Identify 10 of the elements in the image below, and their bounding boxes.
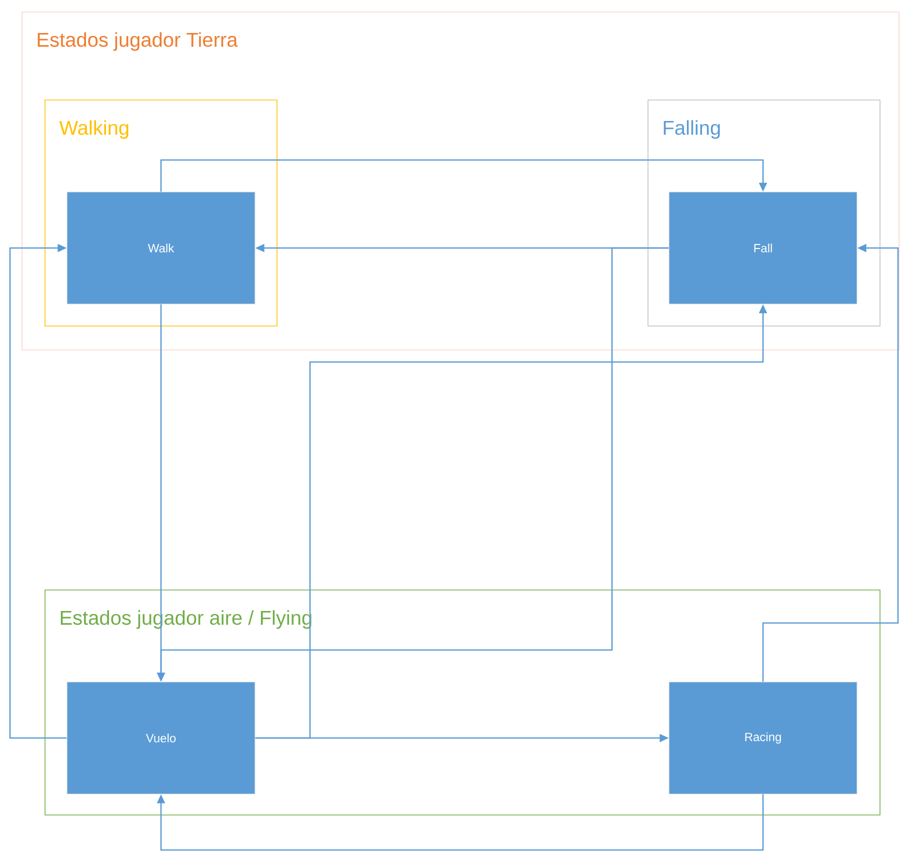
state-box: Fall bbox=[668, 192, 858, 304]
group-title: Falling bbox=[664, 120, 720, 139]
group-title: Estados jugador Tierra bbox=[38, 32, 238, 51]
group-title: Walking bbox=[59, 120, 128, 139]
state-box: Racing bbox=[668, 682, 858, 794]
state-box: Walk bbox=[66, 192, 256, 304]
state-box: Vuelo bbox=[66, 682, 256, 794]
arrow bbox=[160, 159, 768, 192]
arrow bbox=[9, 244, 67, 739]
arrow bbox=[156, 794, 764, 851]
